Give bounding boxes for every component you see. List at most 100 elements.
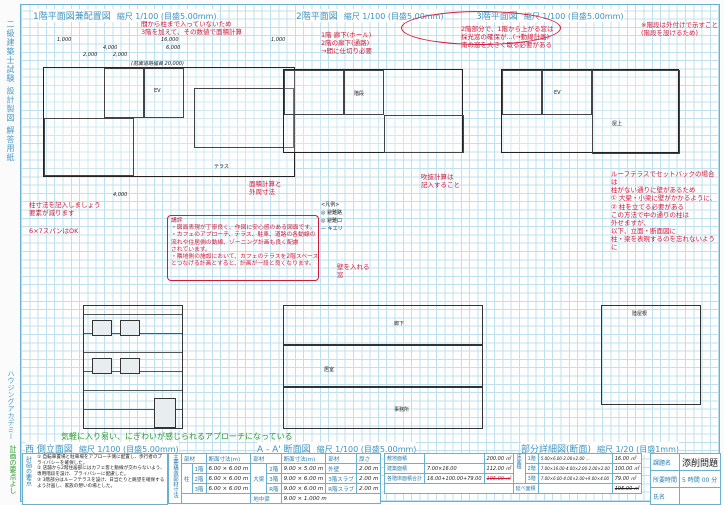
cell: 9.00 × 5.00 m [280, 463, 327, 474]
room-label: EV [154, 88, 161, 94]
cell: 7.00×16.00 [424, 463, 485, 474]
drawing-sheet: 1階平面図兼配置図縮尺 1/100 (目盛5.00mm) 2階平面図縮尺 1/1… [20, 4, 720, 502]
green-comment: 気軽に入り易い、にぎわいが感じられるアプローチになっている [61, 432, 293, 441]
col-header: 厚さ [356, 453, 382, 464]
cell: 2.00 m [356, 463, 382, 474]
detail-title: 部分詳細図(断面)縮尺 1/20 (目盛1mm) [521, 442, 679, 455]
correction-note: 6×7スパンはOK [29, 227, 79, 235]
cell: 6.00 × 6.00 m [205, 473, 252, 484]
planning-points-header: 計画の要点 [24, 456, 32, 486]
room-label: 廊下 [394, 321, 405, 327]
planning-point: ① 自転車置場と駐車場をアプローチ側に配置し、歩行者のプライバシーを確保した。 [37, 455, 163, 466]
dimension: 6,000 [166, 45, 181, 51]
partial-detail-section: 陸屋根 [601, 305, 701, 405]
cell: 2階 [191, 473, 207, 484]
cell: 2階 [524, 463, 539, 474]
legend: <凡例> ◎ 避難路 ◎ 避難口 — キエリ [321, 202, 343, 232]
planning-point: ③ 3階部分はルーフテラスを設け、日当たりと眺望を確保するよう計画し、家族の憩い… [37, 477, 165, 489]
plan2-title: 2階平面図縮尺 1/100 (目盛5.00mm) [296, 9, 444, 22]
correction-note: 壁を入れる 窓 [337, 263, 370, 280]
cell: 9.00 × 6.00 m [280, 483, 327, 494]
cell: 1階 [524, 453, 539, 464]
room-label: EV [554, 90, 561, 96]
member-label: 柱 [181, 463, 193, 494]
cell: 2階 [266, 463, 282, 474]
cell: 5.00×6.00-2.00×2.00 … [537, 453, 613, 464]
cell: 建築面積 [383, 463, 426, 474]
cell: 地中梁 [250, 493, 282, 504]
room-label: 居室 [324, 367, 335, 373]
col-header: 部材 [250, 453, 282, 464]
cell: 9.00 × 6.00 m [280, 473, 327, 484]
cell: 敷地面積 [383, 453, 426, 464]
plan1-title: 1階平面図兼配置図縮尺 1/100 (目盛5.00mm) [33, 9, 217, 22]
cell: 2.00 m [356, 483, 382, 494]
col-header: 断面寸法(m) [280, 453, 327, 464]
correction-note: 柱寸法を記入しましょう 要素が減ります [29, 201, 101, 218]
cell: 2.00 m [356, 473, 382, 484]
cell: 3階スラブ [325, 473, 358, 484]
section-a-a: 廊下 居室 事務所 [283, 305, 483, 429]
cell: 200.00 ㎡ [483, 453, 514, 464]
cell: 6.00 × 6.00 m [205, 463, 252, 474]
sheet-side-label-2: ハウジングアカデミー [7, 370, 15, 440]
cell: R階 [266, 483, 282, 494]
dimension: 2,000 [113, 52, 128, 58]
cell: 課題名 [649, 453, 681, 471]
subject-value: 添削問題 [679, 453, 722, 471]
dimension: 4,000 [103, 45, 118, 51]
cell: 9.00 × 1.000 m [280, 493, 382, 504]
cell: 1階 [191, 463, 207, 474]
cell: 3階 [191, 483, 207, 494]
time-value: 5 時間 00 分 [679, 470, 722, 488]
first-floor-plan: EV テラス [43, 67, 295, 177]
review-box [167, 215, 319, 281]
cell: 所要時間 [649, 470, 681, 488]
room-label: テラス [214, 164, 229, 170]
cell: 各階床面積合計 [383, 473, 426, 484]
room-label: 階段 [354, 91, 365, 97]
room-label: 屋上 [612, 121, 623, 127]
planning-points: 計画の要点 ① 自転車置場と駐車場をアプローチ側に配置し、歩行者のプライバシーを… [22, 453, 168, 505]
dimension: 1,000 [57, 37, 72, 43]
cell: 3階 [266, 473, 282, 484]
structure-header: 主要構造部材寸法 [168, 453, 182, 504]
correction-note: ルーフテラスでセットバックの場合は 柱がない通りに壁があるため ① 大梁・小梁に… [611, 170, 717, 252]
room-label: 事務所 [394, 407, 410, 413]
name-field [679, 487, 722, 505]
west-elevation [83, 305, 183, 429]
correction-note: 2階部分で、1階から上がる窓は 採光窓の確保が...(→動線計画) 南の窓を大き… [461, 25, 554, 50]
cell: 195.00 ㎡ [483, 473, 514, 484]
section-title: A - A' 断面図縮尺 1/100 (目盛5.00mm) [257, 442, 417, 455]
planning-point: ② 店舗から2階住居部にはカフェ客と動線が交わらないよう、専用階段を設け、プライ… [37, 466, 165, 478]
correction-note: 1階 廊下(ホール) 2階の廊下(通路) →間に仕切り必要 [321, 31, 372, 56]
cell: 7.00×6.00-4.00×2.00+9.00×4.00 [537, 473, 613, 484]
col-header: 断面寸法(m) [205, 453, 252, 464]
dimension: 4,000 [113, 192, 128, 198]
sheet-side-label: 二級建築士試験 設計製図 解答用紙 [6, 20, 15, 163]
dimension: (前面道路幅員 20,000) [131, 61, 184, 67]
cell: 112.00 ㎡ [483, 463, 514, 474]
green-comment: 計画の要点よし [9, 445, 17, 494]
third-floor-plan: EV 屋上 [501, 69, 680, 154]
cell: 床面積 [512, 453, 526, 484]
cell: 100.00 ㎡ [611, 463, 642, 474]
second-floor-plan: 階段 [283, 69, 464, 153]
cell: 3階 [524, 473, 539, 484]
room-label: 陸屋根 [632, 311, 648, 317]
correction-circle [401, 11, 561, 45]
cell: 外壁 [325, 463, 358, 474]
dimension: 16,000 [161, 37, 179, 43]
cell: 延べ面積 [512, 483, 539, 494]
review-comment: 講評 ・図面表現が丁寧良く、作図に安心感のある図面です。 ・カフェのアプローチ、… [171, 218, 319, 268]
dimension: 2,000 [83, 52, 98, 58]
